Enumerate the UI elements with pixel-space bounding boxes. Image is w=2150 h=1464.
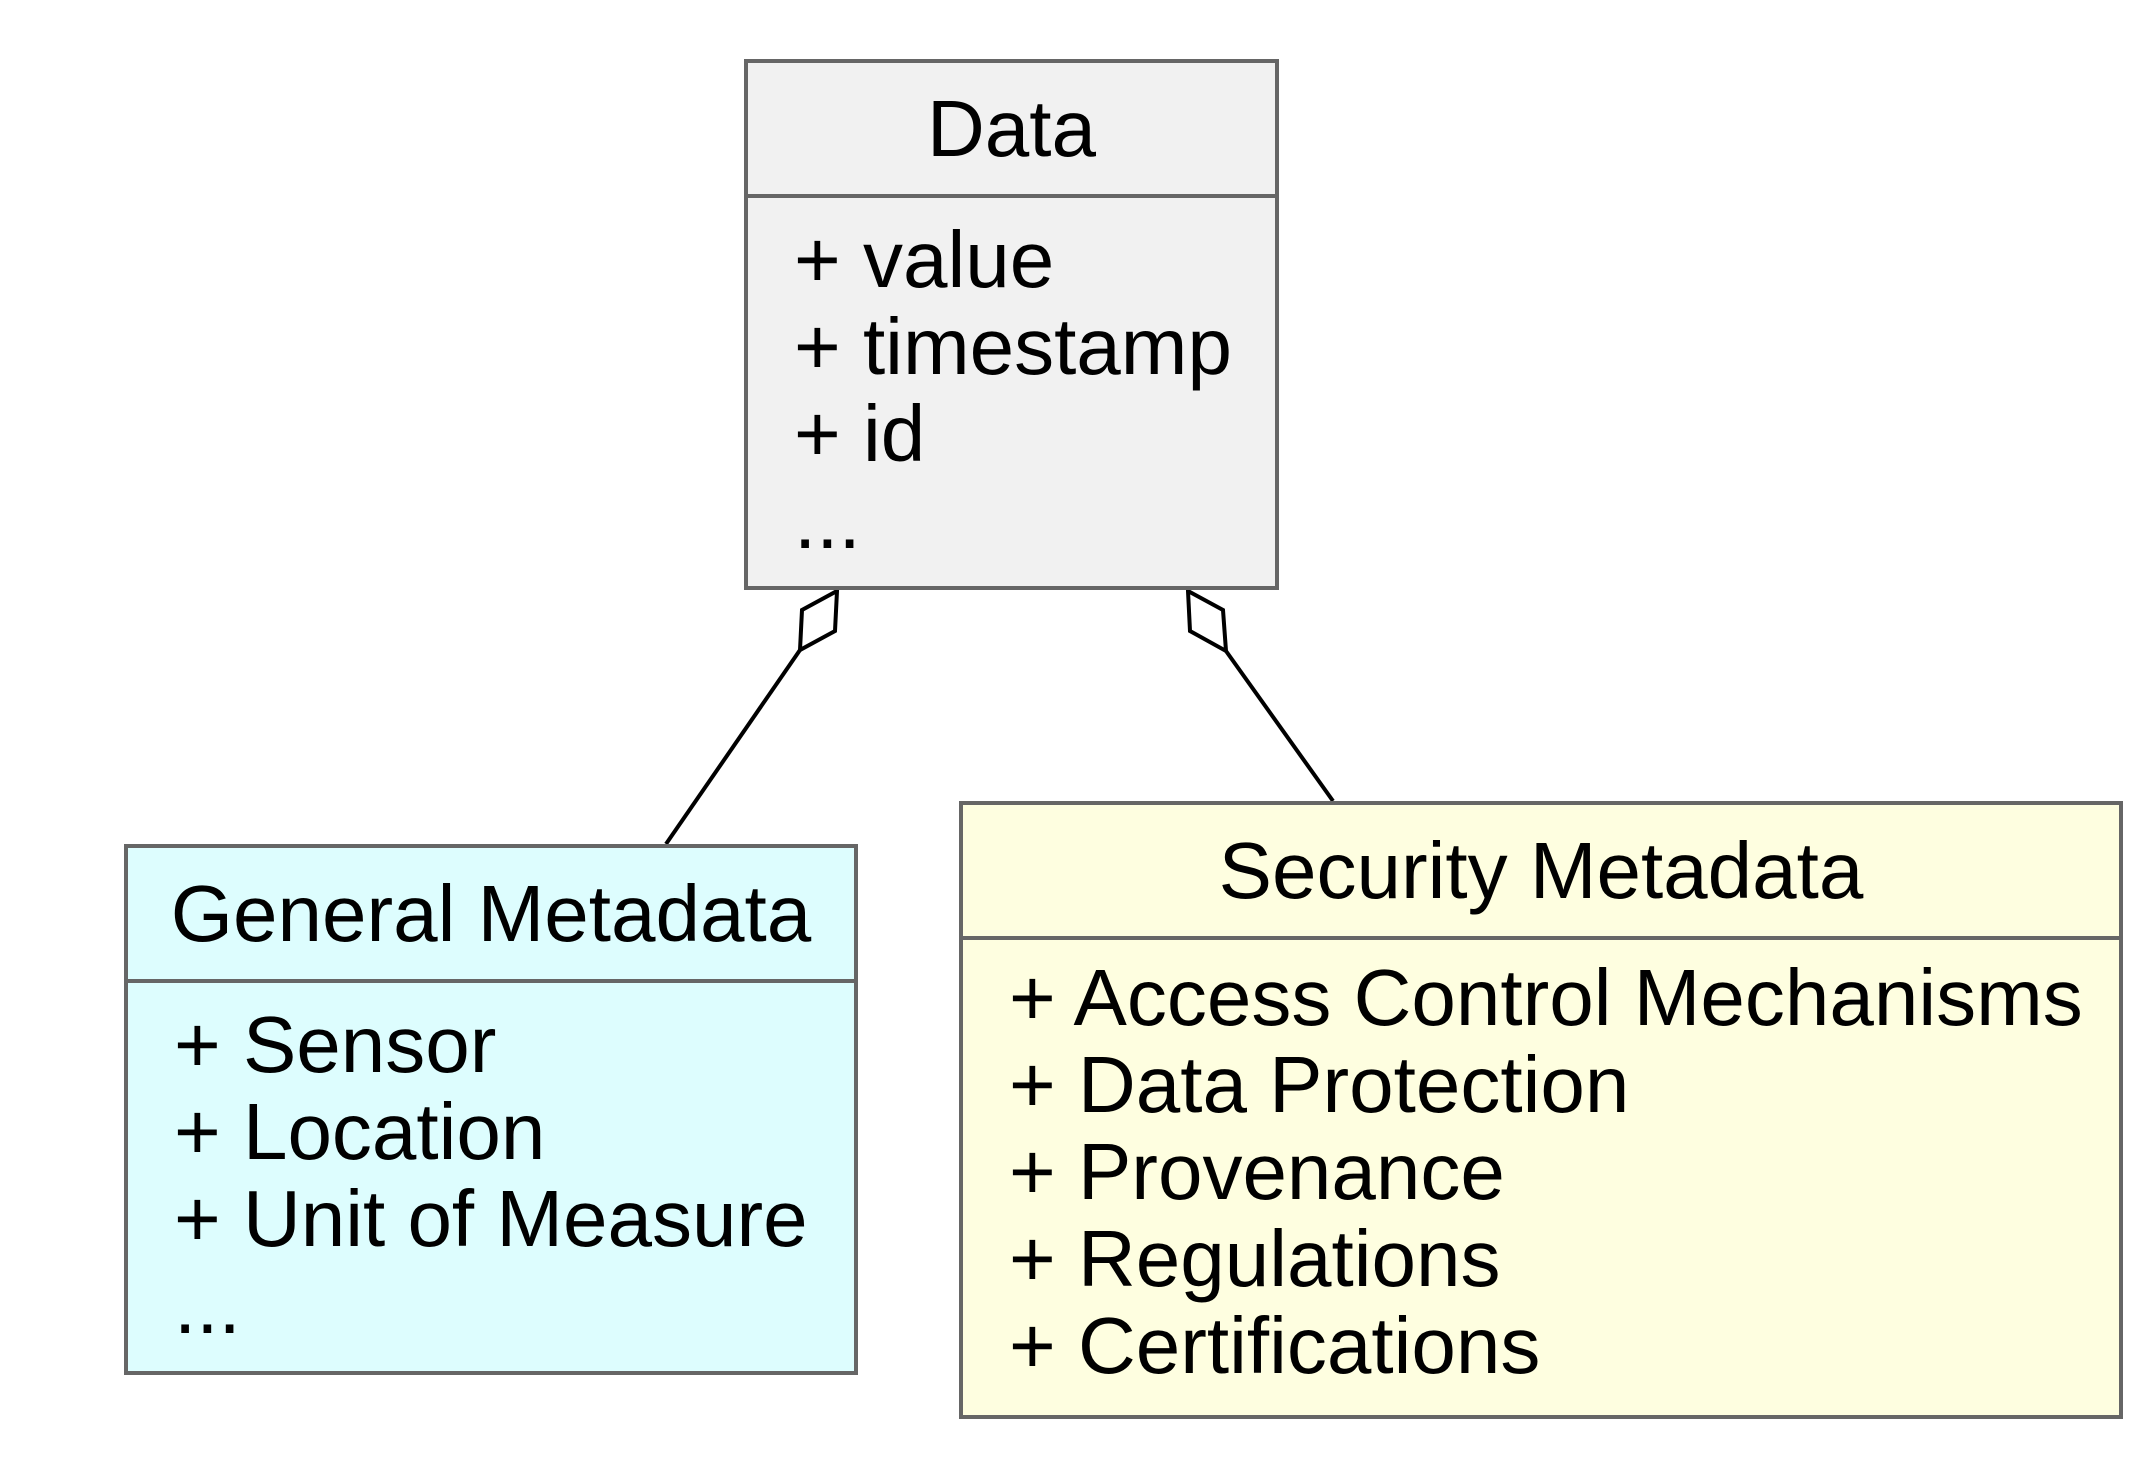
aggregation-diamond-security bbox=[1185, 587, 1229, 655]
class-name-general-metadata: General Metadata bbox=[128, 848, 854, 983]
attribute-ellipsis: ... bbox=[794, 476, 861, 565]
attribute-regulations: + Regulations bbox=[1009, 1214, 1501, 1303]
aggregation-diamond-general bbox=[797, 587, 840, 654]
aggregation-line-security bbox=[1224, 649, 1335, 803]
aggregation-line-general bbox=[664, 648, 802, 846]
class-general-metadata[interactable]: General Metadata + Sensor + Location + U… bbox=[124, 844, 858, 1375]
attribute-certifications: + Certifications bbox=[1009, 1301, 1541, 1390]
class-name-security-metadata: Security Metadata bbox=[963, 805, 2119, 940]
attribute-value: + value bbox=[794, 215, 1055, 304]
attribute-access-control-mechanisms: + Access Control Mechanisms bbox=[1009, 953, 2083, 1042]
attribute-provenance: + Provenance bbox=[1009, 1127, 1505, 1216]
attribute-sensor: + Sensor bbox=[174, 1000, 497, 1089]
class-attributes-general-metadata: + Sensor + Location + Unit of Measure ..… bbox=[128, 983, 854, 1349]
aggregation-general-metadata bbox=[664, 587, 840, 846]
class-attributes-data: + value + timestamp + id ... bbox=[748, 198, 1275, 564]
class-name-data: Data bbox=[748, 63, 1275, 198]
attribute-location: + Location bbox=[174, 1087, 546, 1176]
class-data[interactable]: Data + value + timestamp + id ... bbox=[744, 59, 1279, 590]
class-attributes-security-metadata: + Access Control Mechanisms + Data Prote… bbox=[963, 940, 2119, 1389]
attribute-timestamp: + timestamp bbox=[794, 302, 1232, 391]
class-security-metadata[interactable]: Security Metadata + Access Control Mecha… bbox=[959, 801, 2123, 1419]
aggregation-security-metadata bbox=[1185, 587, 1335, 803]
attribute-unit-of-measure: + Unit of Measure bbox=[174, 1174, 808, 1263]
attribute-id: + id bbox=[794, 389, 926, 478]
attribute-data-protection: + Data Protection bbox=[1009, 1040, 1630, 1129]
attribute-ellipsis: ... bbox=[174, 1261, 241, 1350]
